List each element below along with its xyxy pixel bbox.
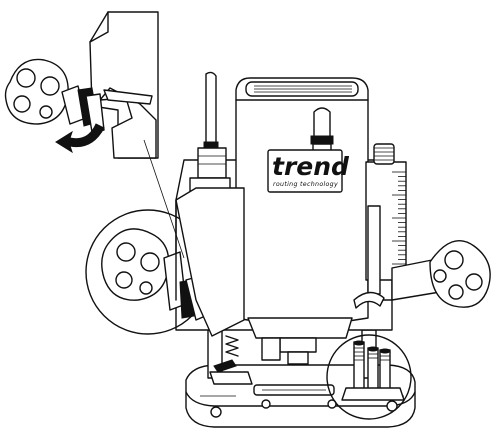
brand-tagline: routing technology <box>273 180 338 188</box>
depth-scale <box>353 143 407 309</box>
brand-name: trend <box>272 152 350 181</box>
rotate-arrow-icon <box>55 123 105 154</box>
depth-turret <box>326 334 412 420</box>
brand-plate <box>267 149 343 193</box>
plunge-spring <box>225 335 281 361</box>
power-cable <box>189 71 231 199</box>
right-handle <box>391 240 491 308</box>
lock-detail-inset <box>4 11 185 259</box>
left-handle <box>85 187 245 337</box>
